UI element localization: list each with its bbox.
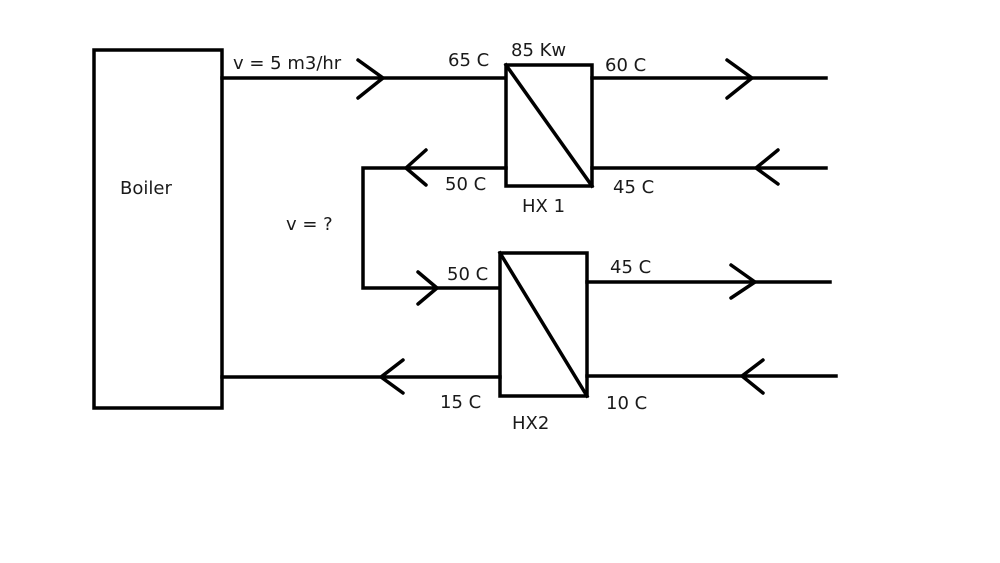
hx1-secondary-return-arrow [754,148,780,186]
hx1-primary-in-temp: 65 C [448,50,489,71]
hx1-name: HX 1 [522,196,565,217]
hx1-secondary-out-arrow [725,58,754,100]
return-flow-arrow [379,358,405,395]
hx2-primary-in-temp: 50 C [447,264,488,285]
interconnect-top-arrow [404,148,428,187]
hx2-primary-out-temp: 15 C [440,392,481,413]
hx2-secondary-return-arrow [740,358,765,395]
hx2-secondary-in-temp: 10 C [606,393,647,414]
boiler-box [92,48,224,410]
hx2-diagonal [497,250,590,399]
hx1-secondary-in-temp: 45 C [613,177,654,198]
unknown-flow-rate: v = ? [286,214,333,235]
supply-flow-arrow [356,58,385,100]
boiler-label: Boiler [120,178,172,199]
hx1-primary-out-temp: 50 C [445,174,486,195]
hx2-name: HX2 [512,413,549,434]
hx1-power: 85 Kw [511,40,566,61]
hx1-diagonal [503,62,595,189]
hx2-secondary-out-temp: 45 C [610,257,651,278]
supply-flow-rate: v = 5 m3/hr [233,53,342,74]
interconnect-bottom-arrow [416,270,439,306]
interconnect-pipe [361,166,508,290]
hx1-secondary-out-temp: 60 C [605,55,646,76]
hx2-secondary-out-arrow [729,263,757,300]
